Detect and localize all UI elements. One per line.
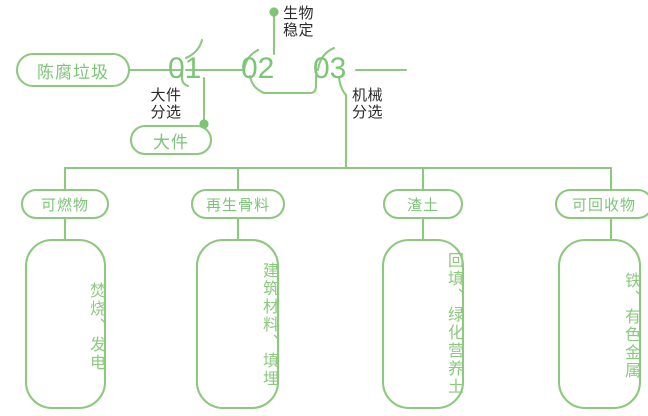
terminal-box-text-4: 铁、有色金属: [622, 272, 639, 380]
branch-pill-label-2[interactable]: 再生骨料: [205, 196, 270, 214]
stage-label-01: 大件 分选: [131, 87, 201, 122]
branch-pill-label-4[interactable]: 可回收物: [571, 196, 636, 214]
stage-number-01[interactable]: 01: [168, 52, 202, 85]
stage-label-01-line1: 大件: [150, 87, 182, 104]
stage-number-02[interactable]: 02: [241, 52, 275, 85]
dot-biostable: [269, 7, 279, 17]
bracket-02-lower: [248, 74, 266, 95]
stage-label-01-line2: 分选: [150, 103, 182, 121]
stage-label-02-line1: 生物: [283, 5, 315, 22]
terminal-box-text-1: 焚烧、发电: [87, 282, 104, 372]
bracket-02-upper: [242, 48, 260, 72]
branch-pill-label-3[interactable]: 渣土: [406, 196, 439, 214]
stage-label-03-line1: 机械: [352, 87, 384, 104]
stage-label-02: 生物 稳定: [283, 5, 343, 40]
source-pill-label[interactable]: 陈腐垃圾: [37, 62, 109, 82]
terminal-box-text-3: 回填、绿化营养土: [445, 252, 462, 396]
terminal-box-text-2: 建筑材料、填埋: [260, 262, 277, 388]
branch-pill-label-1[interactable]: 可燃物: [40, 196, 89, 214]
stage-number-03[interactable]: 03: [313, 52, 347, 85]
output-pill-dajian-label[interactable]: 大件: [153, 132, 189, 152]
stage-label-03-line2: 分选: [352, 103, 384, 121]
stage-label-02-line2: 稳定: [283, 21, 315, 39]
bracket-03-upper: [316, 46, 336, 72]
branch-pill-4-outline: [554, 188, 648, 220]
branch-01-dropstub: [180, 68, 190, 88]
bracket-01-upper: [184, 38, 204, 60]
bracket-03-lower: [337, 76, 348, 97]
trunk-02-to-03: [262, 74, 318, 95]
dot-dajian: [199, 119, 209, 129]
terminal-box-3-outline: [381, 238, 465, 410]
terminal-box-2-outline: [195, 238, 280, 410]
stage-label-03: 机械 分选: [352, 87, 414, 122]
terminal-box-1-outline: [24, 238, 107, 410]
output-pill-dajian-outline: [129, 124, 213, 156]
terminal-box-4-outline: [557, 238, 642, 410]
